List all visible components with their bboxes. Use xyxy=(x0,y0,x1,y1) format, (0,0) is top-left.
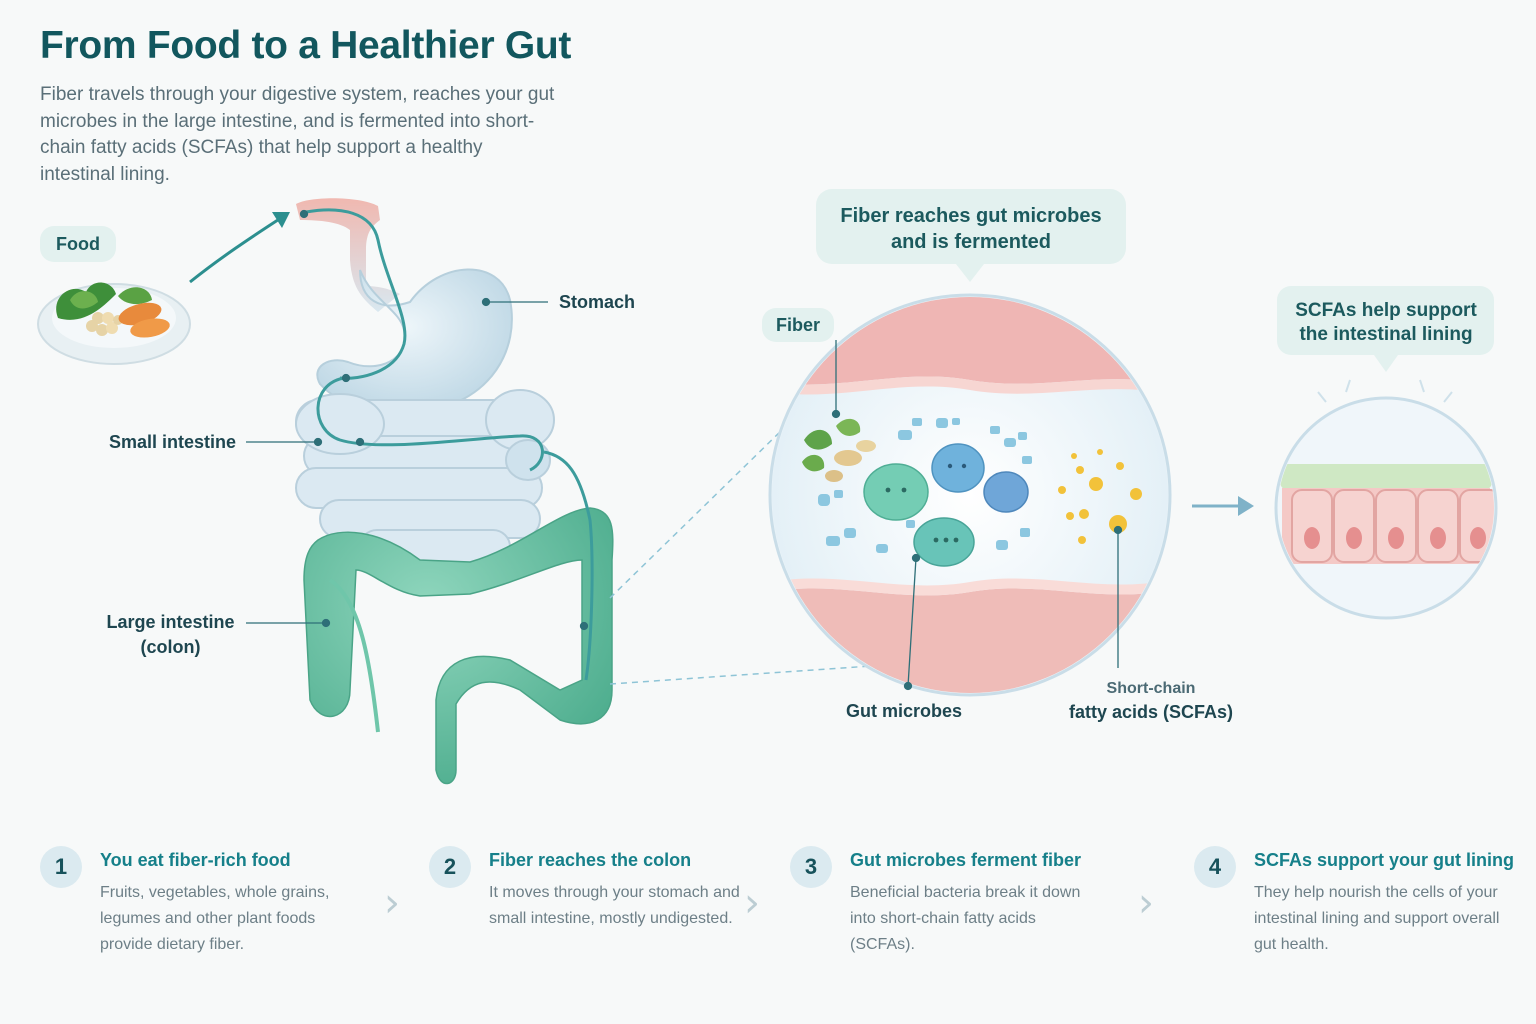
gut-microbe-cells xyxy=(863,443,1029,567)
small-intestine-path xyxy=(316,376,544,472)
food-label: Food xyxy=(40,226,116,262)
zoom-leader-lines xyxy=(831,340,1123,691)
large-intestine-label-line1: Large intestine xyxy=(106,612,235,632)
food-arrow-head xyxy=(272,212,290,228)
step-description: It moves through your stomach and small … xyxy=(489,884,740,927)
page-subtitle: Fiber travels through your digestive sys… xyxy=(40,84,555,185)
fiber-label: Fiber xyxy=(762,308,834,342)
step-number: 2 xyxy=(429,846,471,888)
steps-row: 1 You eat fiber-rich food Fruits, vegeta… xyxy=(0,840,1536,980)
colon-descending-path xyxy=(328,578,380,733)
fermented-callout-line2: and is fermented xyxy=(891,231,1051,253)
fermented-callout-line1: Fiber reaches gut microbes xyxy=(840,205,1101,227)
food-arrow xyxy=(189,214,285,284)
zoom-connector-top xyxy=(609,427,785,599)
zoom-connector-bottom xyxy=(609,663,901,685)
scfa-label: Short-chain fatty acids (SCFAs) xyxy=(1066,680,1236,723)
stomach-label: Stomach xyxy=(559,292,636,312)
intestinal-lining-circle xyxy=(1274,396,1498,620)
scfa-label-line1: Short-chain xyxy=(1106,680,1196,697)
colon-path xyxy=(543,450,594,681)
step-number: 1 xyxy=(40,846,82,888)
step-description: Fruits, vegetables, whole grains, legume… xyxy=(100,884,330,953)
support-callout-line2: the intestinal lining xyxy=(1299,324,1472,345)
step-title: Gut microbes ferment fiber xyxy=(850,850,1082,870)
step-title: Fiber reaches the colon xyxy=(489,850,692,870)
fiber-fragments xyxy=(818,418,1032,553)
page-title: From Food to a Healthier Gut xyxy=(40,24,572,67)
anatomy-leader-lines xyxy=(246,209,589,631)
large-intestine-label-line2: (colon) xyxy=(140,637,201,657)
scfa-label-line2: fatty acids (SCFAs) xyxy=(1068,702,1234,722)
food-plate-illustration xyxy=(37,282,191,365)
zoom-circle xyxy=(768,293,1172,697)
chevron-right-icon: › xyxy=(1138,880,1154,926)
support-callout-line1: SCFAs help support xyxy=(1295,300,1477,321)
scfa-dots xyxy=(1058,449,1142,544)
step-description: Beneficial bacteria break it down into s… xyxy=(850,884,1081,953)
fermented-callout: Fiber reaches gut microbes and is fermen… xyxy=(816,189,1126,282)
small-intestine-label: Small intestine xyxy=(109,432,237,452)
support-callout: SCFAs help support the intestinal lining xyxy=(1277,286,1494,372)
step-number: 3 xyxy=(790,846,832,888)
step-description: They help nourish the cells of your inte… xyxy=(1254,884,1500,953)
cell-arrow-head xyxy=(1238,496,1254,516)
large-intestine-label: Large intestine (colon) xyxy=(98,612,243,658)
fiber-pieces xyxy=(802,418,876,482)
glow-rays xyxy=(1317,379,1453,403)
step-title: SCFAs support your gut lining xyxy=(1254,850,1514,870)
stomach-illustration xyxy=(296,198,513,414)
step-title: You eat fiber-rich food xyxy=(100,850,291,870)
chevron-right-icon: › xyxy=(744,880,760,926)
gut-microbes-label: Gut microbes xyxy=(846,701,963,721)
chevron-right-icon: › xyxy=(384,880,400,926)
small-intestine-illustration xyxy=(295,389,555,565)
step-number: 4 xyxy=(1194,846,1236,888)
